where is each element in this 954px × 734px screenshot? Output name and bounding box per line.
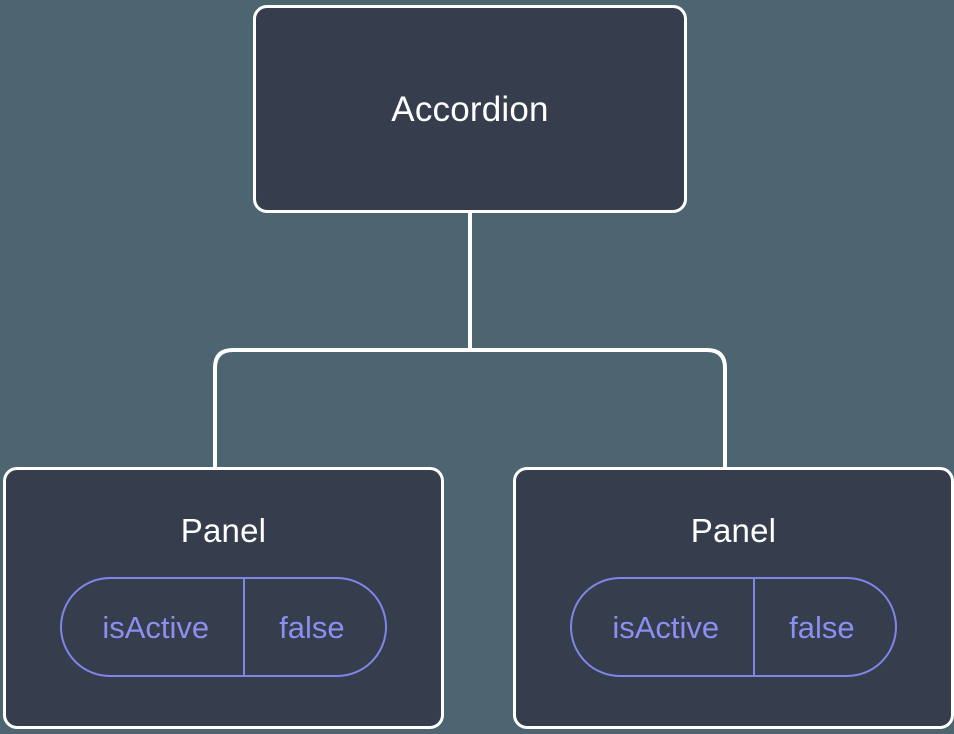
node-title: Accordion [391,89,549,129]
node-panel-left[interactable]: Panel isActive false [3,467,444,729]
prop-pill[interactable]: isActive false [570,577,897,677]
edge-connector-path [213,213,727,467]
prop-value: false [753,579,894,675]
prop-key: isActive [102,609,210,645]
node-title: Panel [690,512,777,549]
node-panel-right[interactable]: Panel isActive false [513,467,954,729]
prop-value: false [243,579,384,675]
prop-key: isActive [612,609,720,645]
node-title: Panel [180,512,267,549]
node-accordion[interactable]: Accordion [253,5,687,213]
prop-pill[interactable]: isActive false [60,577,387,677]
